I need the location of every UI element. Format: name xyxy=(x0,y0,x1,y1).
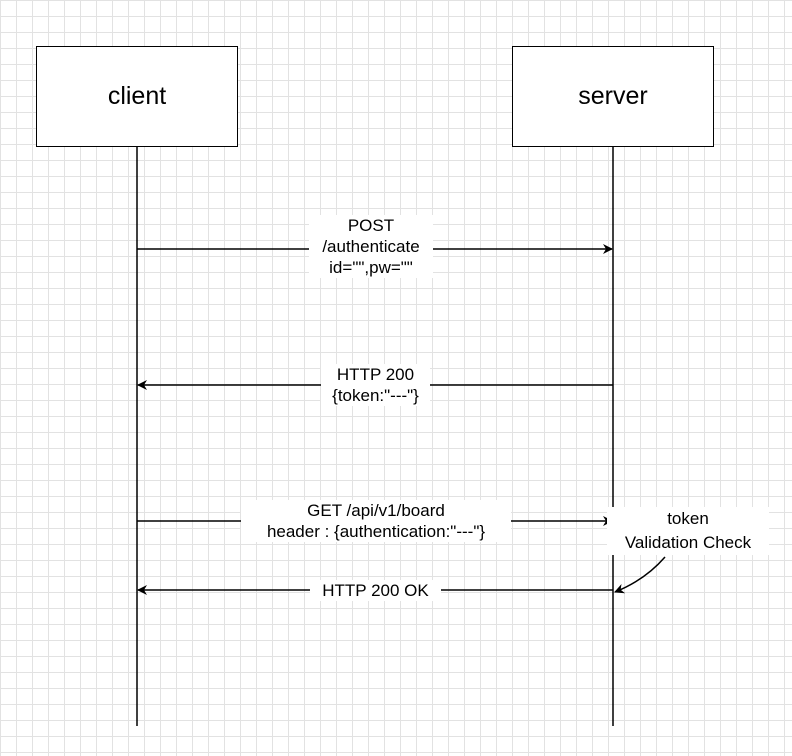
note-line: Validation Check xyxy=(624,533,752,552)
note-token-validation: token Validation Check xyxy=(607,507,769,555)
note-line: token xyxy=(667,509,709,528)
message-line: /authenticate xyxy=(322,237,420,256)
participant-server: server xyxy=(512,46,714,147)
message-line: HTTP 200 OK xyxy=(322,581,429,600)
participant-client: client xyxy=(36,46,238,147)
message-line: HTTP 200 xyxy=(336,365,415,384)
message-label-get-board: GET /api/v1/board header : {authenticati… xyxy=(241,500,511,542)
message-line: {token:"---"} xyxy=(332,386,419,405)
message-label-post-authenticate: POST /authenticate id="",pw="" xyxy=(309,215,433,278)
message-line: id="",pw="" xyxy=(329,258,413,277)
message-line: GET /api/v1/board xyxy=(307,501,445,520)
message-label-http-200-ok: HTTP 200 OK xyxy=(310,580,441,601)
participant-client-label: client xyxy=(107,82,167,110)
participant-server-label: server xyxy=(578,82,648,110)
message-line: header : {authentication:"---"} xyxy=(266,522,486,541)
note-connector-arrow xyxy=(614,556,666,594)
message-label-http-200-token: HTTP 200 {token:"---"} xyxy=(321,364,430,406)
message-line: POST xyxy=(347,216,395,235)
